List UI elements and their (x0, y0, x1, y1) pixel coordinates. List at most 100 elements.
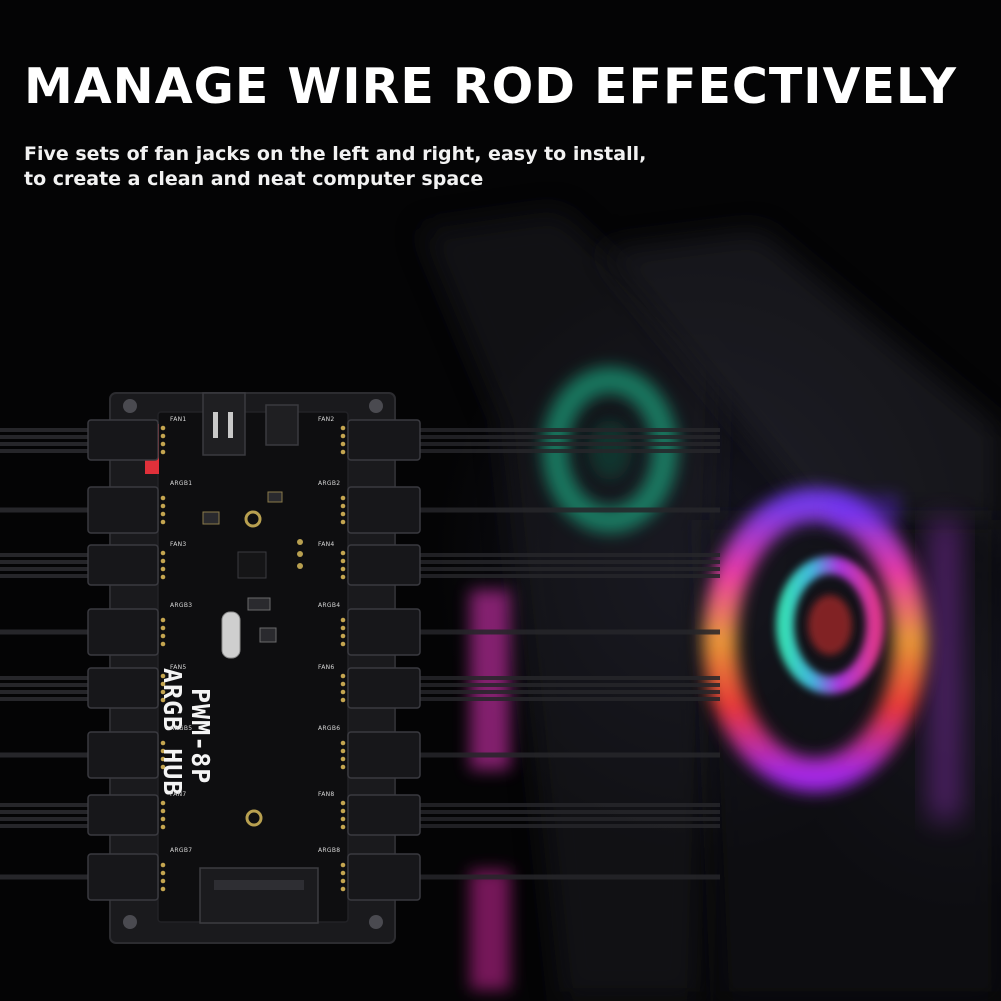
solder-pad (160, 689, 166, 695)
solder-pad (340, 697, 346, 703)
headline: MANAGE WIRE ROD EFFECTIVELY (24, 58, 957, 115)
argb-port-label: ARGB2 (318, 480, 341, 487)
solder-pad (160, 625, 166, 631)
solder-pad (340, 449, 346, 455)
solder-pad (160, 862, 166, 868)
solder-pad (340, 800, 346, 806)
fan-cables (0, 428, 720, 880)
rgb-fan (703, 488, 927, 792)
argb-connector-left (87, 486, 159, 534)
solder-pad (340, 495, 346, 501)
argb-port-label: ARGB1 (170, 480, 193, 487)
solder-pad (340, 433, 346, 439)
solder-pad (340, 878, 346, 884)
solder-pad (160, 764, 166, 770)
solder-pad (160, 425, 166, 431)
argb-connector-left (87, 608, 159, 656)
solder-pad (340, 756, 346, 762)
solder-pad (160, 511, 166, 517)
argb-connector-right (347, 853, 421, 901)
board-silkscreen: PWM-8P ARGB HUB (154, 668, 215, 848)
solder-pad (340, 740, 346, 746)
fan-connector-right (347, 419, 421, 461)
solder-pad (160, 824, 166, 830)
argb-port-label: ARGB5 (170, 725, 193, 732)
solder-pad (160, 756, 166, 762)
solder-pad (160, 641, 166, 647)
solder-pad (160, 566, 166, 572)
argb-port-label: ARGB8 (318, 847, 341, 854)
fan-port-label: FAN4 (318, 541, 335, 548)
solder-pad (340, 566, 346, 572)
solder-pad (160, 495, 166, 501)
fan-port-label: FAN8 (318, 791, 335, 798)
fan-connector-left (87, 794, 159, 836)
solder-pad (160, 748, 166, 754)
fan-port-label: FAN2 (318, 416, 335, 423)
fan-connector-left (87, 419, 159, 461)
solder-pad (160, 673, 166, 679)
solder-pad (160, 697, 166, 703)
solder-pad (340, 641, 346, 647)
fan-connectors (87, 419, 421, 901)
board-model-line-2: ARGB HUB (158, 668, 187, 797)
fan-port-label: FAN3 (170, 541, 187, 548)
solder-pad (160, 816, 166, 822)
solder-pad (340, 681, 346, 687)
solder-pad (340, 689, 346, 695)
argb-port-label: ARGB4 (318, 602, 341, 609)
solder-pad (340, 503, 346, 509)
fan-connector-right (347, 544, 421, 586)
solder-pad (340, 886, 346, 892)
solder-pad (160, 740, 166, 746)
solder-pad (160, 617, 166, 623)
solder-pad (340, 625, 346, 631)
solder-pad (160, 681, 166, 687)
solder-pad (340, 870, 346, 876)
solder-pad (160, 870, 166, 876)
fan-port-label: FAN1 (170, 416, 187, 423)
solder-pad (340, 824, 346, 830)
solder-pad (160, 519, 166, 525)
solder-pad (160, 503, 166, 509)
board-model-line-1: PWM-8P (186, 688, 215, 785)
fan-connector-left (87, 544, 159, 586)
fan-port-label: FAN7 (170, 791, 187, 798)
argb-connector-left (87, 731, 159, 779)
solder-pad (160, 441, 166, 447)
solder-pad (160, 800, 166, 806)
solder-pad (160, 808, 166, 814)
solder-pad (340, 441, 346, 447)
solder-pad (340, 764, 346, 770)
argb-connector-right (347, 608, 421, 656)
solder-pad (160, 449, 166, 455)
solder-pad (160, 550, 166, 556)
subtitle-line-2: to create a clean and neat computer spac… (24, 168, 484, 190)
solder-pad (340, 633, 346, 639)
solder-pad (340, 511, 346, 517)
solder-pad (160, 574, 166, 580)
solder-pad (340, 673, 346, 679)
argb-connector-right (347, 486, 421, 534)
fan-port-label: FAN6 (318, 664, 335, 671)
solder-pad (340, 808, 346, 814)
argb-port-label: ARGB6 (318, 725, 341, 732)
solder-pad (340, 617, 346, 623)
solder-pad (160, 878, 166, 884)
solder-pad (160, 633, 166, 639)
fan-connector-left (87, 667, 159, 709)
argb-connector-left (87, 853, 159, 901)
subtitle-line-1: Five sets of fan jacks on the left and r… (24, 143, 647, 165)
solder-pad (160, 886, 166, 892)
fan-port-label: FAN5 (170, 664, 187, 671)
solder-pad (340, 519, 346, 525)
solder-pad (160, 433, 166, 439)
argb-port-label: ARGB7 (170, 847, 193, 854)
argb-connector-right (347, 731, 421, 779)
solder-pad (340, 748, 346, 754)
fan-connector-right (347, 667, 421, 709)
solder-pad (340, 558, 346, 564)
solder-pad (340, 425, 346, 431)
